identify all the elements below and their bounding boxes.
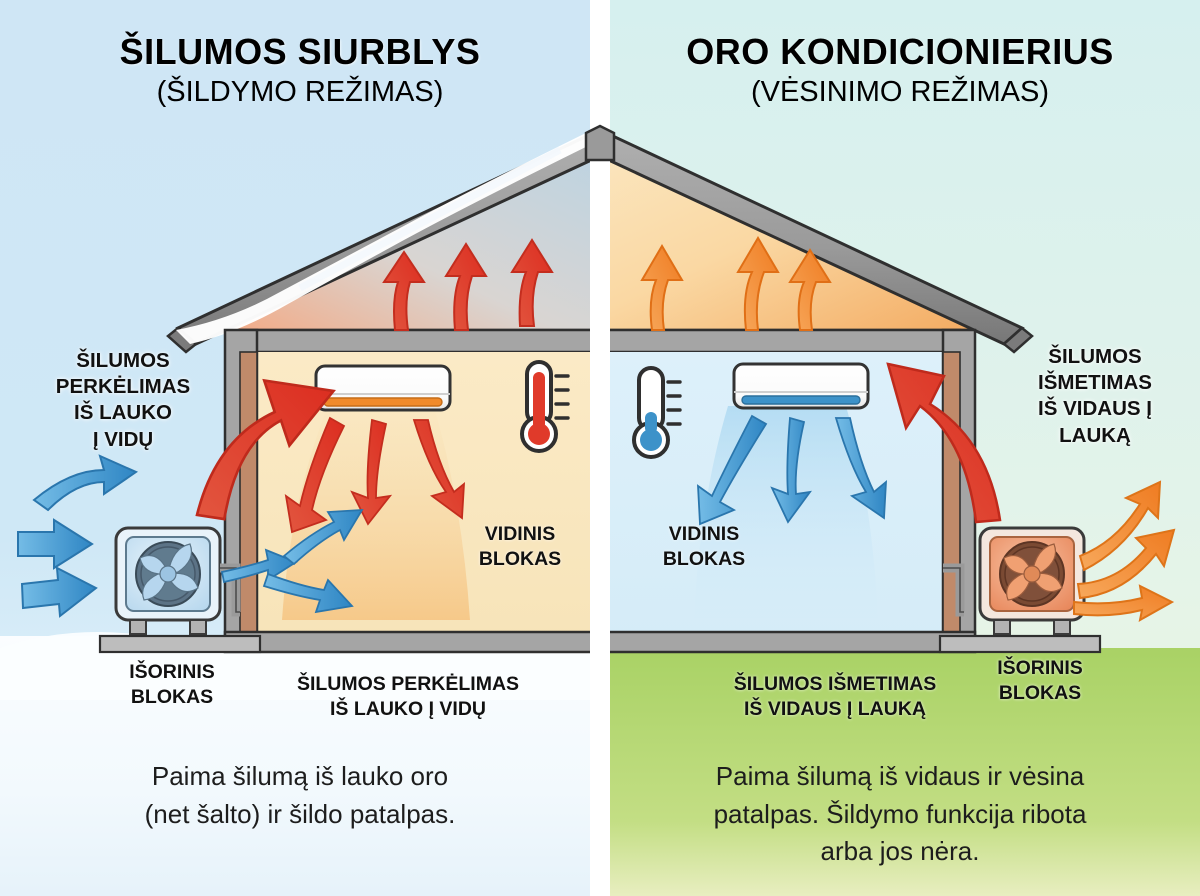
thermometer-cold-icon <box>632 366 682 459</box>
panel-divider <box>590 0 610 896</box>
left-caption: Paima šilumą iš lauko oro (net šalto) ir… <box>144 761 456 829</box>
right-outdoor-unit <box>943 526 1086 635</box>
left-panel-heading: ŠILUMOS SIURBLYS (ŠILDYMO REŽIMAS) <box>0 34 600 109</box>
right-heat-exhaust-arrows <box>1073 480 1176 622</box>
grass-ground <box>600 648 1200 896</box>
right-caption: Paima šilumą iš vidaus ir vėsina patalpa… <box>713 761 1087 867</box>
left-heat-transfer-arrow <box>195 378 336 521</box>
right-indoor-unit <box>732 362 870 410</box>
roof-snow <box>176 128 600 344</box>
left-indoor-warm-arrows <box>284 416 466 534</box>
right-transfer-callout: ŠILUMOS IŠMETIMAS IŠ VIDAUS Į LAUKĄ <box>1038 345 1152 447</box>
fan-icon <box>139 543 199 601</box>
left-vent-strip <box>323 397 443 407</box>
house-floor <box>98 630 1102 654</box>
left-outdoor-unit-label: IŠORINIS BLOKAS <box>129 661 215 709</box>
roof-ridge <box>584 124 616 162</box>
right-attic-heat-arrows <box>640 236 832 331</box>
left-title: ŠILUMOS SIURBLYS <box>119 31 481 72</box>
right-bottom-flow-label: ŠILUMOS IŠMETIMAS IŠ VIDAUS Į LAUKĄ <box>733 673 937 721</box>
fan-icon <box>1003 543 1063 601</box>
right-subtitle: (VĖSINIMO REŽIMAS) <box>750 76 1050 108</box>
left-bottom-flow-label: ŠILUMOS PERKĖLIMAS IŠ LAUKO Į VIDŲ <box>296 673 520 721</box>
left-subtitle: (ŠILDYMO REŽIMAS) <box>156 76 444 108</box>
right-indoor-cool-arrows <box>697 414 888 526</box>
thermometer-hot-icon <box>520 360 570 453</box>
right-title: ORO KONDICIONIERIUS <box>686 31 1114 72</box>
right-vent-strip <box>741 395 861 405</box>
right-outdoor-pad <box>938 634 1102 654</box>
left-outdoor-unit <box>114 526 241 635</box>
right-heat-transfer-arrow <box>886 362 1002 524</box>
left-cold-intake-arrows <box>17 454 139 618</box>
left-transfer-callout: ŠILUMOS PERKĖLIMAS IŠ LAUKO Į VIDŲ <box>55 349 191 451</box>
left-indoor-cool-return-arrows <box>220 509 364 614</box>
right-indoor-unit-label: VIDINIS BLOKAS <box>662 523 746 571</box>
right-outdoor-unit-label: IŠORINIS BLOKAS <box>997 657 1083 705</box>
left-indoor-unit <box>314 364 452 412</box>
left-outdoor-pad <box>98 634 262 654</box>
left-attic-heat-arrows <box>382 238 554 331</box>
left-indoor-unit-label: VIDINIS BLOKAS <box>478 523 562 571</box>
right-panel-heading: ORO KONDICIONIERIUS (VĖSINIMO REŽIMAS) <box>600 34 1200 109</box>
